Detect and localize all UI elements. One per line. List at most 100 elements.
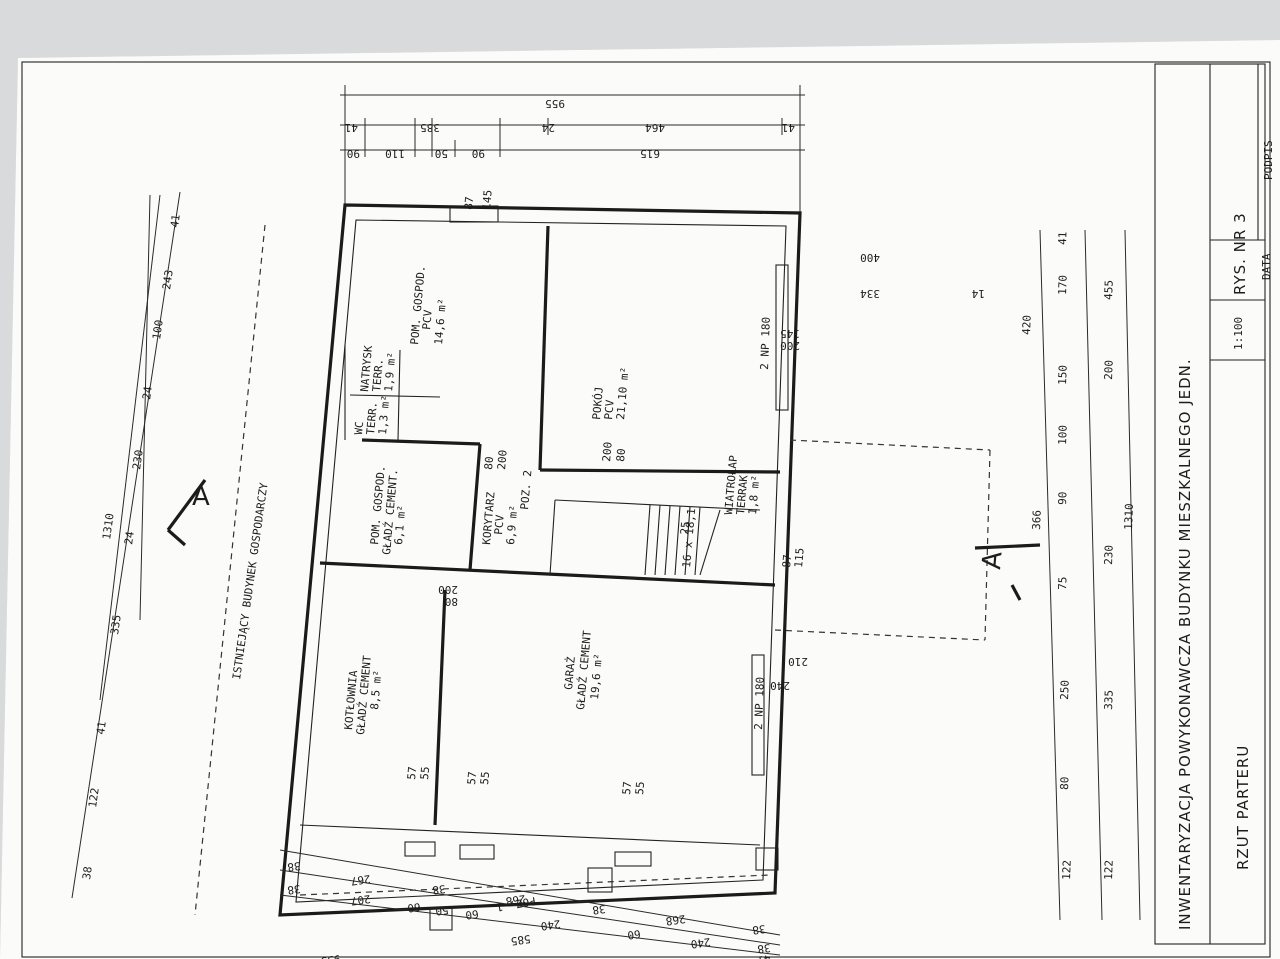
svg-text:250: 250 bbox=[1058, 680, 1072, 700]
dim-left-total: 1310 bbox=[100, 512, 117, 540]
svg-text:200: 200 bbox=[495, 449, 510, 470]
paper bbox=[0, 40, 1280, 959]
room-name: WC bbox=[352, 421, 366, 435]
left-dimensions: 41 243 100 24 230 24 335 41 122 38 1310 bbox=[71, 191, 183, 899]
room-name: NATRYSK bbox=[358, 345, 375, 393]
dim-top-385: 385 bbox=[420, 121, 440, 134]
svg-text:122: 122 bbox=[1102, 860, 1116, 880]
room-name: KORYTARZ bbox=[480, 491, 498, 545]
drawing-border bbox=[21, 61, 1271, 958]
svg-text:268: 268 bbox=[665, 912, 686, 928]
svg-text:420: 420 bbox=[1020, 315, 1034, 335]
room-wc: WC TERR. 1,3 m² bbox=[352, 395, 392, 436]
svg-text:80: 80 bbox=[1058, 776, 1071, 790]
room-area: 1,3 m² bbox=[376, 395, 392, 436]
room-korytarz: KORYTARZ PCV 6,9 m² bbox=[480, 491, 520, 545]
room-area: 6,1 m² bbox=[392, 505, 408, 546]
room-area: 8,5 m² bbox=[368, 670, 384, 711]
svg-text:38: 38 bbox=[591, 902, 606, 917]
svg-text:38: 38 bbox=[286, 882, 301, 897]
room-floor: PCV bbox=[420, 309, 435, 330]
room-area: 6,9 m² bbox=[504, 505, 520, 546]
stair-step: 25 bbox=[678, 521, 692, 535]
dim-left-24b: 24 bbox=[122, 530, 137, 545]
dim-top-41b: 41 bbox=[782, 121, 795, 134]
title-date: DATA bbox=[1260, 253, 1273, 280]
title-block: INWENTARYZACJA POWYKONAWCZA BUDYNKU MIES… bbox=[1154, 63, 1275, 945]
dim-top-464: 464 bbox=[645, 121, 665, 134]
dim-left-243: 243 bbox=[160, 269, 176, 290]
dim-left-41: 41 bbox=[168, 213, 183, 228]
svg-text:41: 41 bbox=[1056, 231, 1069, 245]
posts bbox=[429, 847, 779, 931]
svg-text:455: 455 bbox=[1102, 280, 1116, 300]
svg-text:267: 267 bbox=[350, 872, 371, 888]
room-floor: TERR. bbox=[364, 401, 380, 435]
svg-text:122: 122 bbox=[1060, 860, 1074, 880]
dim-top-24: 24 bbox=[541, 121, 555, 134]
svg-text:50: 50 bbox=[434, 903, 449, 918]
bottom-dimensions: 38 267 38 268 38 268 38 38 207 60 50 60 … bbox=[279, 849, 781, 959]
dim-left-335: 335 bbox=[108, 614, 124, 635]
dim-left-38: 38 bbox=[80, 865, 95, 880]
dim-left-41b: 41 bbox=[94, 720, 109, 735]
svg-text:334: 334 bbox=[860, 287, 880, 300]
room-area: 1,9 m² bbox=[382, 352, 398, 393]
right-dimensions: 41 170 420 150 100 90 75 250 80 122 455 … bbox=[1020, 229, 1141, 921]
svg-text:200: 200 bbox=[438, 583, 458, 596]
svg-text:268: 268 bbox=[505, 892, 526, 908]
svg-text:200: 200 bbox=[780, 339, 800, 352]
room-name: POKÓJ bbox=[590, 386, 606, 420]
svg-text:585: 585 bbox=[510, 932, 531, 948]
room-floor: TERRAK bbox=[734, 474, 750, 515]
svg-text:210: 210 bbox=[788, 655, 808, 668]
svg-text:57: 57 bbox=[620, 781, 634, 795]
room-floor: PCV bbox=[602, 399, 617, 420]
room-pokoj: POKÓJ PCV 21,10 m² bbox=[590, 366, 632, 420]
svg-text:60: 60 bbox=[626, 927, 641, 942]
existing-building-line bbox=[194, 224, 266, 916]
room-area: 1,8 m² bbox=[746, 475, 762, 516]
dim-top-615: 615 bbox=[640, 147, 660, 160]
title-main: INWENTARYZACJA POWYKONAWCZA BUDYNKU MIES… bbox=[1176, 358, 1194, 930]
svg-text:60: 60 bbox=[464, 907, 479, 922]
svg-text:87: 87 bbox=[462, 196, 476, 210]
section-letter-left: A bbox=[192, 482, 210, 512]
svg-text:115: 115 bbox=[792, 547, 807, 568]
svg-text:14: 14 bbox=[971, 287, 985, 300]
dim-left-230: 230 bbox=[130, 449, 146, 470]
position-label-2: POZ. 2 bbox=[518, 470, 534, 511]
svg-text:400: 400 bbox=[860, 251, 880, 264]
svg-text:80: 80 bbox=[614, 448, 628, 462]
svg-text:60: 60 bbox=[406, 900, 421, 915]
title-sub: RZUT PARTERU bbox=[1234, 745, 1252, 870]
room-area: 14,6 m² bbox=[432, 298, 449, 345]
room-area: 21,10 m² bbox=[614, 366, 632, 420]
room-garaz: GARAŻ GŁADŹ CEMENT 19,6 m² bbox=[562, 630, 605, 711]
dim-left-100: 100 bbox=[150, 319, 166, 340]
svg-text:170: 170 bbox=[1056, 275, 1070, 295]
svg-text:955: 955 bbox=[320, 952, 341, 959]
dim-top-90a: 90 bbox=[347, 147, 360, 160]
title-signature: PODPIS bbox=[1262, 140, 1275, 180]
svg-text:2 NP 180: 2 NP 180 bbox=[758, 317, 773, 370]
room-area: 19,6 m² bbox=[588, 653, 605, 700]
svg-text:207: 207 bbox=[350, 892, 371, 908]
svg-text:240: 240 bbox=[540, 917, 561, 933]
svg-text:55: 55 bbox=[418, 766, 432, 780]
stairs: 16 x 18,1 25 bbox=[644, 504, 701, 576]
dim-top-50: 50 bbox=[435, 147, 448, 160]
svg-text:2 NP 180: 2 NP 180 bbox=[752, 677, 767, 730]
dim-top-41a: 41 bbox=[345, 121, 358, 134]
svg-text:240: 240 bbox=[690, 935, 711, 951]
svg-text:80: 80 bbox=[445, 595, 458, 608]
windows bbox=[404, 205, 789, 867]
svg-text:90: 90 bbox=[1056, 491, 1069, 505]
dim-top-total: 955 bbox=[545, 97, 565, 110]
svg-text:366: 366 bbox=[1030, 510, 1044, 530]
svg-text:57: 57 bbox=[465, 771, 479, 785]
dim-left-122: 122 bbox=[86, 787, 102, 808]
svg-text:1310: 1310 bbox=[1122, 503, 1136, 530]
